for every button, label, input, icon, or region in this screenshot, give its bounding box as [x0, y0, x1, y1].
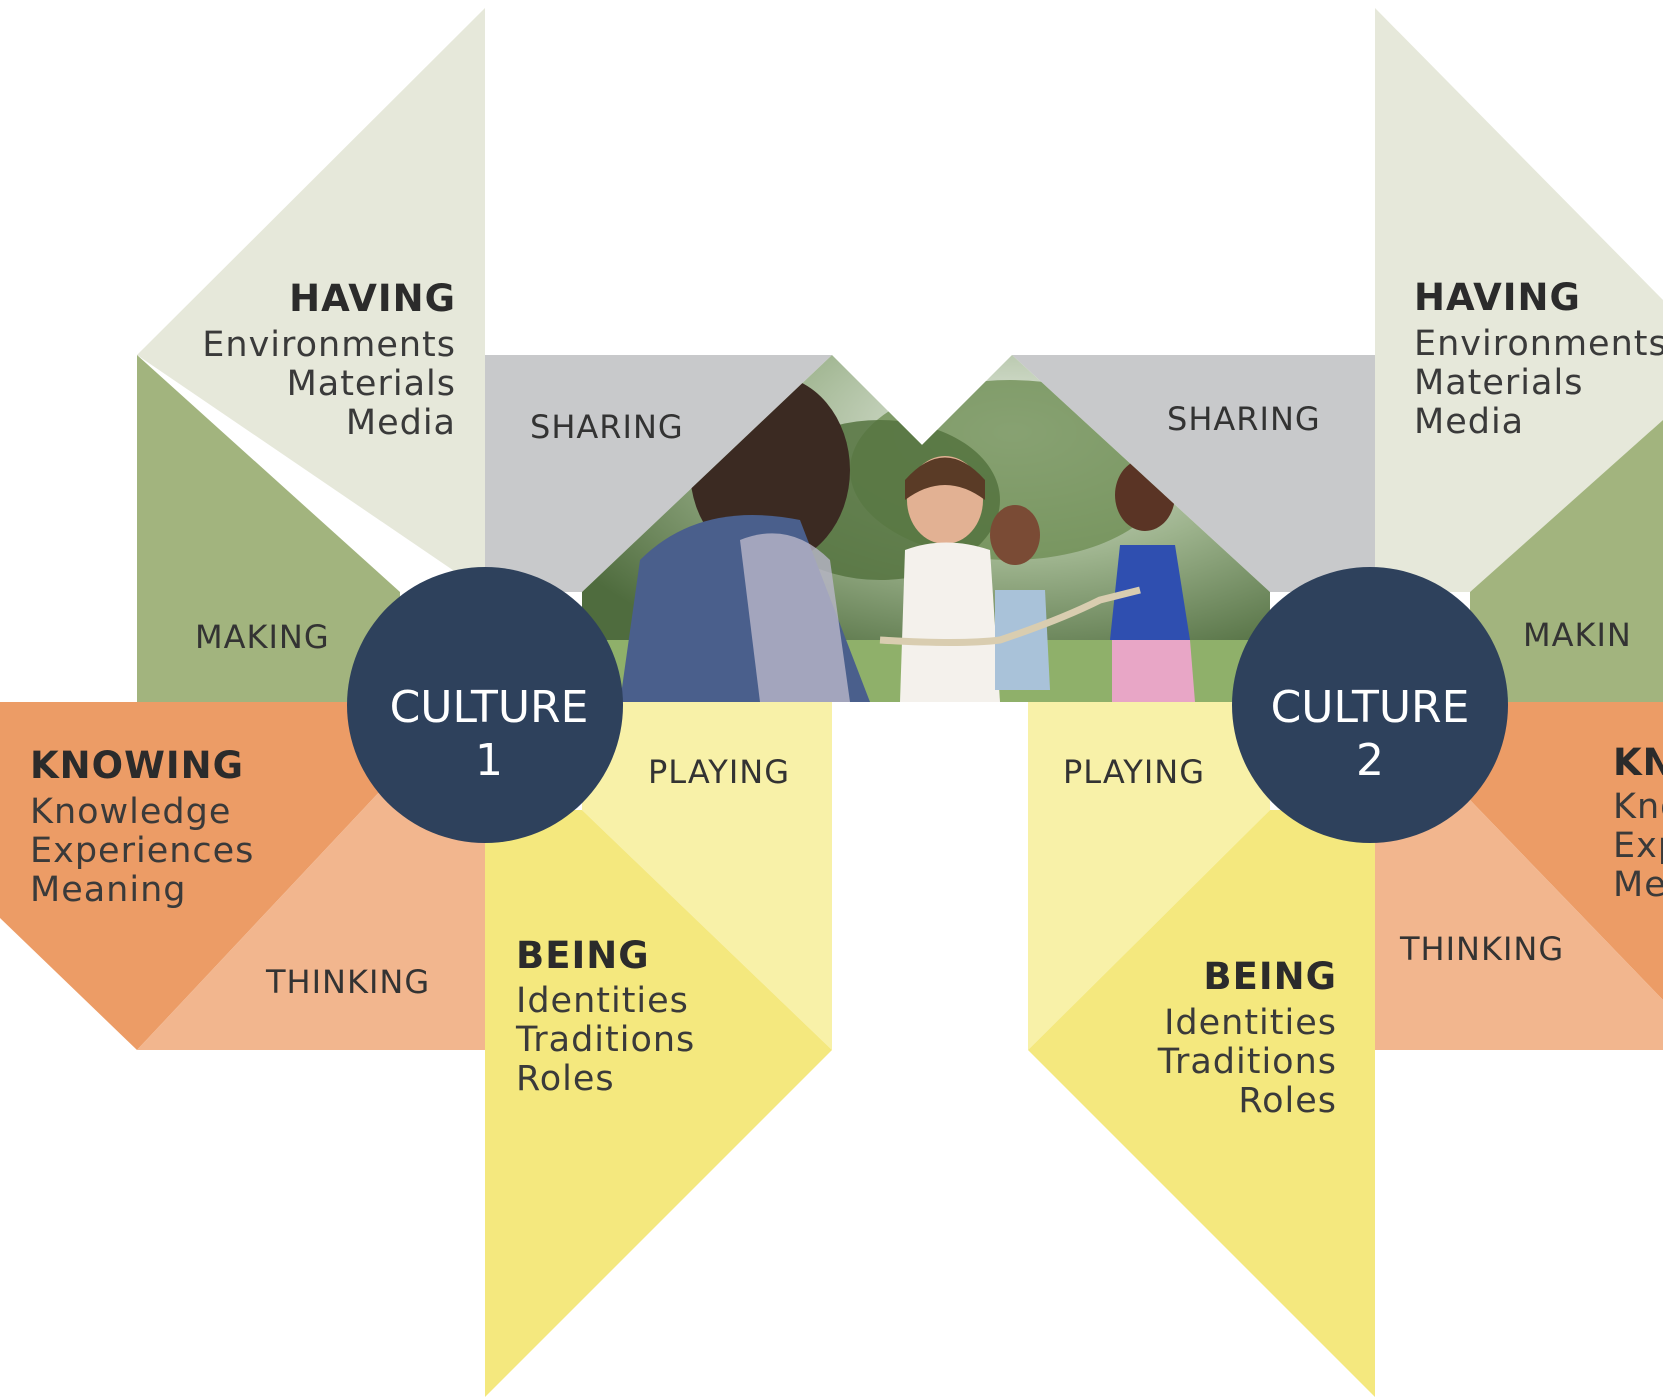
knowing-title-1: KNOWING [30, 744, 244, 787]
knowing-item-1-3: Meaning [30, 870, 187, 910]
playing-panel-2 [1028, 702, 1270, 1050]
being-item-2-2: Traditions [1157, 1042, 1337, 1082]
having-title-2: HAVING [1414, 276, 1581, 319]
culture-2-circle [1232, 567, 1508, 843]
sharing-label-1: SHARING [530, 408, 684, 446]
having-item-1-2: Materials [287, 364, 456, 404]
culture-2-number: 2 [1356, 735, 1384, 786]
having-item-2-2: Materials [1414, 363, 1583, 403]
playing-panel-1 [582, 702, 832, 1050]
having-item-1-3: Media [346, 403, 456, 443]
sharing-label-2: SHARING [1167, 400, 1321, 438]
being-title-2: BEING [1203, 955, 1337, 998]
culture-2-label: CULTURE [1271, 682, 1470, 733]
being-item-2-1: Identities [1164, 1003, 1337, 1043]
thinking-panel-2 [1375, 800, 1663, 1050]
having-item-1-1: Environments [202, 325, 456, 365]
knowing-item-1-2: Experiences [30, 831, 254, 871]
having-item-2-3: Media [1414, 402, 1524, 442]
knowing-panel-1 [0, 702, 400, 1050]
children-playing-photo [582, 355, 1270, 702]
being-item-1-2: Traditions [515, 1020, 695, 1060]
making-panel-2 [1470, 420, 1663, 702]
being-item-1-1: Identities [516, 981, 689, 1021]
making-label-1: MAKING [195, 618, 330, 656]
having-item-2-1: Environments [1414, 324, 1663, 364]
being-panel-1 [485, 810, 832, 1397]
culture-2-group [1012, 8, 1663, 1397]
having-panel-2 [1375, 8, 1663, 592]
knowing-item-1-1: Knowledge [30, 792, 231, 832]
culture-1-group [0, 8, 832, 1397]
knowing-item-2-2: Exp [1613, 826, 1663, 866]
thinking-panel-1 [137, 770, 485, 1050]
making-panel-1 [137, 355, 400, 702]
culture-1-circle [347, 567, 623, 843]
sharing-panel-2 [1012, 355, 1375, 592]
knowing-item-2-3: Me [1613, 865, 1663, 905]
having-panel-1 [137, 8, 485, 592]
knowing-item-2-1: Kno [1613, 787, 1663, 827]
sharing-panel-1 [485, 355, 832, 592]
playing-label-1: PLAYING [648, 753, 790, 791]
making-label-2: MAKIN [1523, 616, 1632, 654]
thinking-label-1: THINKING [265, 963, 430, 1001]
culture-1-number: 1 [475, 735, 503, 786]
culture-1-label: CULTURE [390, 682, 589, 733]
being-title-1: BEING [516, 934, 650, 977]
being-item-2-3: Roles [1238, 1081, 1337, 1121]
being-item-1-3: Roles [516, 1059, 615, 1099]
knowing-panel-2 [1470, 702, 1663, 1000]
having-title-1: HAVING [289, 277, 456, 320]
being-panel-2 [1028, 810, 1375, 1397]
playing-label-2: PLAYING [1063, 753, 1205, 791]
knowing-title-2: KN [1613, 741, 1663, 784]
thinking-label-2: THINKING [1399, 930, 1564, 968]
